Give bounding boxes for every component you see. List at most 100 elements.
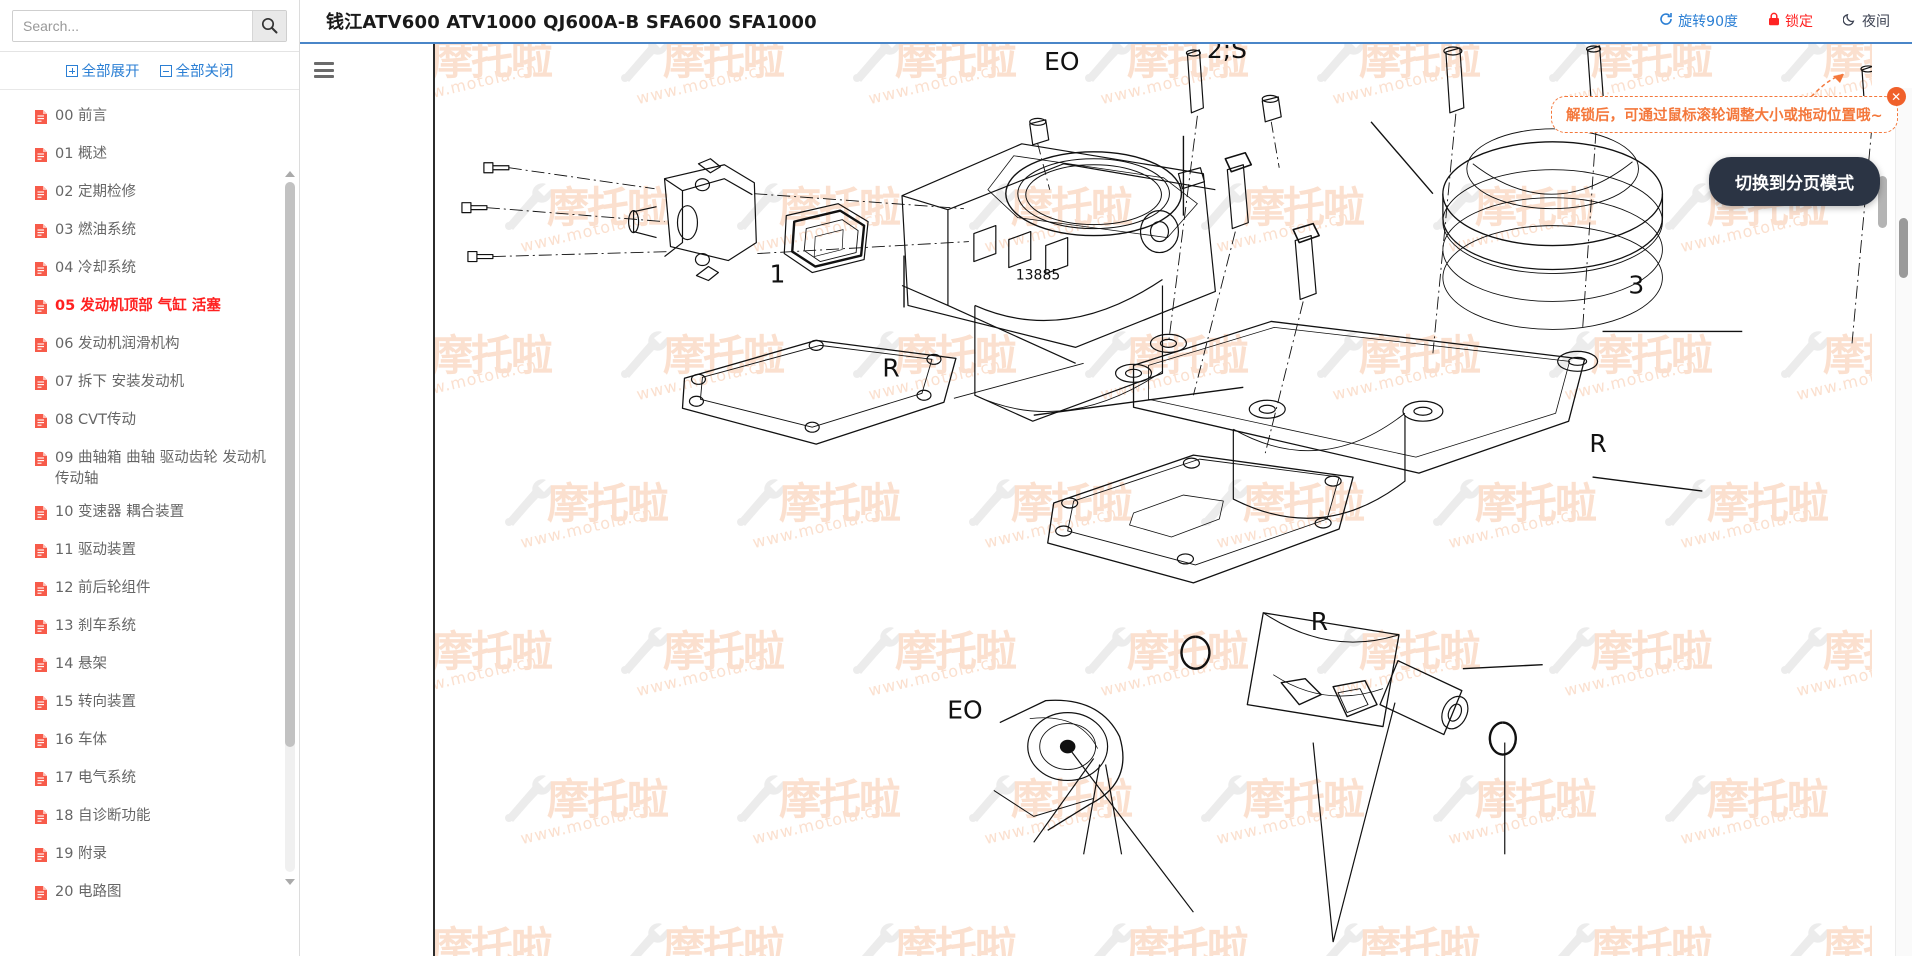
sidebar-item-label: 01 概述 (55, 146, 108, 162)
sidebar-item[interactable]: 08 CVT传动 (0, 404, 277, 442)
document-icon (34, 505, 48, 528)
sidebar-item[interactable]: 05 发动机顶部 气缸 活塞 (0, 290, 277, 328)
document-icon (34, 413, 48, 436)
rotate-90-button[interactable]: 旋转90度 (1659, 11, 1738, 31)
page-scrollbar-thumb[interactable] (1899, 218, 1908, 278)
diagram-label: EO (947, 696, 982, 725)
hamburger-icon[interactable] (314, 62, 334, 78)
diagram-label: R (882, 353, 899, 382)
sidebar-item-label: 06 发动机润滑机构 (55, 336, 180, 352)
expand-all-button[interactable]: 全部展开 (65, 60, 140, 81)
document-inner-scrollbar-thumb[interactable] (1878, 176, 1887, 228)
sidebar-item[interactable]: 18 自诊断功能 (0, 800, 277, 838)
sidebar-item[interactable]: 20 电路图 (0, 876, 277, 914)
document-icon (34, 847, 48, 870)
sidebar-item-label: 15 转向装置 (55, 694, 137, 710)
sidebar: 全部展开 全部关闭 00 前言 01 概述 02 定期检修 03 燃油系统 04 冷却系… (0, 0, 300, 956)
sidebar-item[interactable]: 17 电气系统 (0, 762, 277, 800)
sidebar-item[interactable]: 03 燃油系统 (0, 214, 277, 252)
search-row (0, 0, 299, 52)
sidebar-item[interactable]: 04 冷却系统 (0, 252, 277, 290)
sidebar-item[interactable]: 02 定期检修 (0, 176, 277, 214)
sidebar-item[interactable]: 15 转向装置 (0, 686, 277, 724)
switch-to-paged-mode-button[interactable]: 切换到分页模式 (1709, 157, 1880, 206)
sidebar-item[interactable]: 09 曲轴箱 曲轴 驱动齿轮 发动机传动轴 (0, 442, 277, 496)
sidebar-item-label: 20 电路图 (55, 884, 122, 900)
document-icon (34, 809, 48, 832)
sidebar-scrollbar-track[interactable] (285, 182, 295, 872)
sidebar-item[interactable]: 12 前后轮组件 (0, 572, 277, 610)
search-input[interactable] (13, 10, 252, 41)
document-icon (34, 771, 48, 794)
diagram-label: 2;S (1207, 44, 1247, 64)
sidebar-item[interactable]: 10 变速器 耦合装置 (0, 496, 277, 534)
document-icon (34, 375, 48, 398)
unlock-hint-tooltip: 解锁后，可通过鼠标滚轮调整大小或拖动位置哦~ ✕ (1551, 87, 1906, 133)
page-scrollbar[interactable] (1895, 88, 1912, 956)
moon-icon (1842, 12, 1857, 30)
unlock-hint-text: 解锁后，可通过鼠标滚轮调整大小或拖动位置哦~ (1566, 108, 1883, 124)
sidebar-item-label: 18 自诊断功能 (55, 808, 151, 824)
document-icon (34, 261, 48, 284)
sidebar-item-label: 07 拆下 安装发动机 (55, 374, 185, 390)
document-icon (34, 147, 48, 170)
sidebar-item[interactable]: 07 拆下 安装发动机 (0, 366, 277, 404)
sidebar-item-label: 16 车体 (55, 732, 108, 748)
document-icon (34, 109, 48, 132)
rotate-label: 旋转90度 (1678, 14, 1738, 30)
lock-button[interactable]: 锁定 (1768, 11, 1813, 31)
document-icon (34, 695, 48, 718)
search-button[interactable] (252, 10, 286, 41)
sidebar-item[interactable]: 19 附录 (0, 838, 277, 876)
document-icon (34, 733, 48, 756)
main-area: 钱江ATV600 ATV1000 QJ600A-B SFA600 SFA1000… (300, 0, 1912, 956)
document-icon (34, 337, 48, 360)
diagram-label: 3 (1628, 270, 1644, 299)
sidebar-item-label: 02 定期检修 (55, 184, 137, 200)
document-icon (34, 543, 48, 566)
collapse-all-button[interactable]: 全部关闭 (159, 60, 234, 81)
tree-controls: 全部展开 全部关闭 (0, 52, 299, 90)
sidebar-item[interactable]: 00 前言 (0, 100, 277, 138)
search-icon (261, 17, 278, 34)
night-mode-button[interactable]: 夜间 (1842, 11, 1890, 31)
minus-box-icon (159, 64, 172, 77)
sidebar-item-label: 19 附录 (55, 846, 108, 862)
exploded-parts-diagram: 13885 (461, 44, 1872, 943)
sidebar-scroll-down-arrow[interactable] (284, 876, 296, 888)
sidebar-item[interactable]: 16 车体 (0, 724, 277, 762)
sidebar-item-label: 17 电气系统 (55, 770, 137, 786)
night-label: 夜间 (1862, 14, 1890, 30)
document-icon (34, 885, 48, 908)
chapter-tree: 00 前言 01 概述 02 定期检修 03 燃油系统 04 冷却系统 05 发动机顶部 … (0, 90, 299, 956)
diagram-label: 1 (770, 260, 786, 289)
sidebar-item-label: 08 CVT传动 (55, 412, 136, 428)
svg-text:13885: 13885 (1016, 268, 1060, 284)
rotate-icon (1659, 12, 1673, 30)
sidebar-scrollbar-thumb[interactable] (285, 182, 295, 747)
sidebar-item-label: 04 冷却系统 (55, 260, 137, 276)
sidebar-item[interactable]: 11 驱动装置 (0, 534, 277, 572)
top-bar: 钱江ATV600 ATV1000 QJ600A-B SFA600 SFA1000… (300, 0, 1912, 44)
document-icon (34, 619, 48, 642)
document-icon (34, 451, 48, 474)
plus-box-icon (65, 64, 78, 77)
sidebar-item[interactable]: 06 发动机润滑机构 (0, 328, 277, 366)
sidebar-item[interactable]: 14 悬架 (0, 648, 277, 686)
document-inner-scrollbar[interactable] (1876, 88, 1890, 956)
sidebar-scroll-up-arrow[interactable] (284, 168, 296, 180)
sidebar-item-label: 13 刹车系统 (55, 618, 137, 634)
sidebar-item-label: 10 变速器 耦合装置 (55, 504, 185, 520)
sidebar-item[interactable]: 01 概述 (0, 138, 277, 176)
diagram-label: R (1589, 429, 1606, 458)
sidebar-item[interactable]: 13 刹车系统 (0, 610, 277, 648)
search-box[interactable] (12, 9, 287, 42)
diagram-label: R (1311, 607, 1328, 636)
document-icon (34, 223, 48, 246)
sidebar-item-label: 12 前后轮组件 (55, 580, 151, 596)
lock-label: 锁定 (1785, 14, 1813, 30)
top-actions: 旋转90度 锁定 (1659, 11, 1890, 31)
close-icon[interactable]: ✕ (1886, 87, 1906, 106)
